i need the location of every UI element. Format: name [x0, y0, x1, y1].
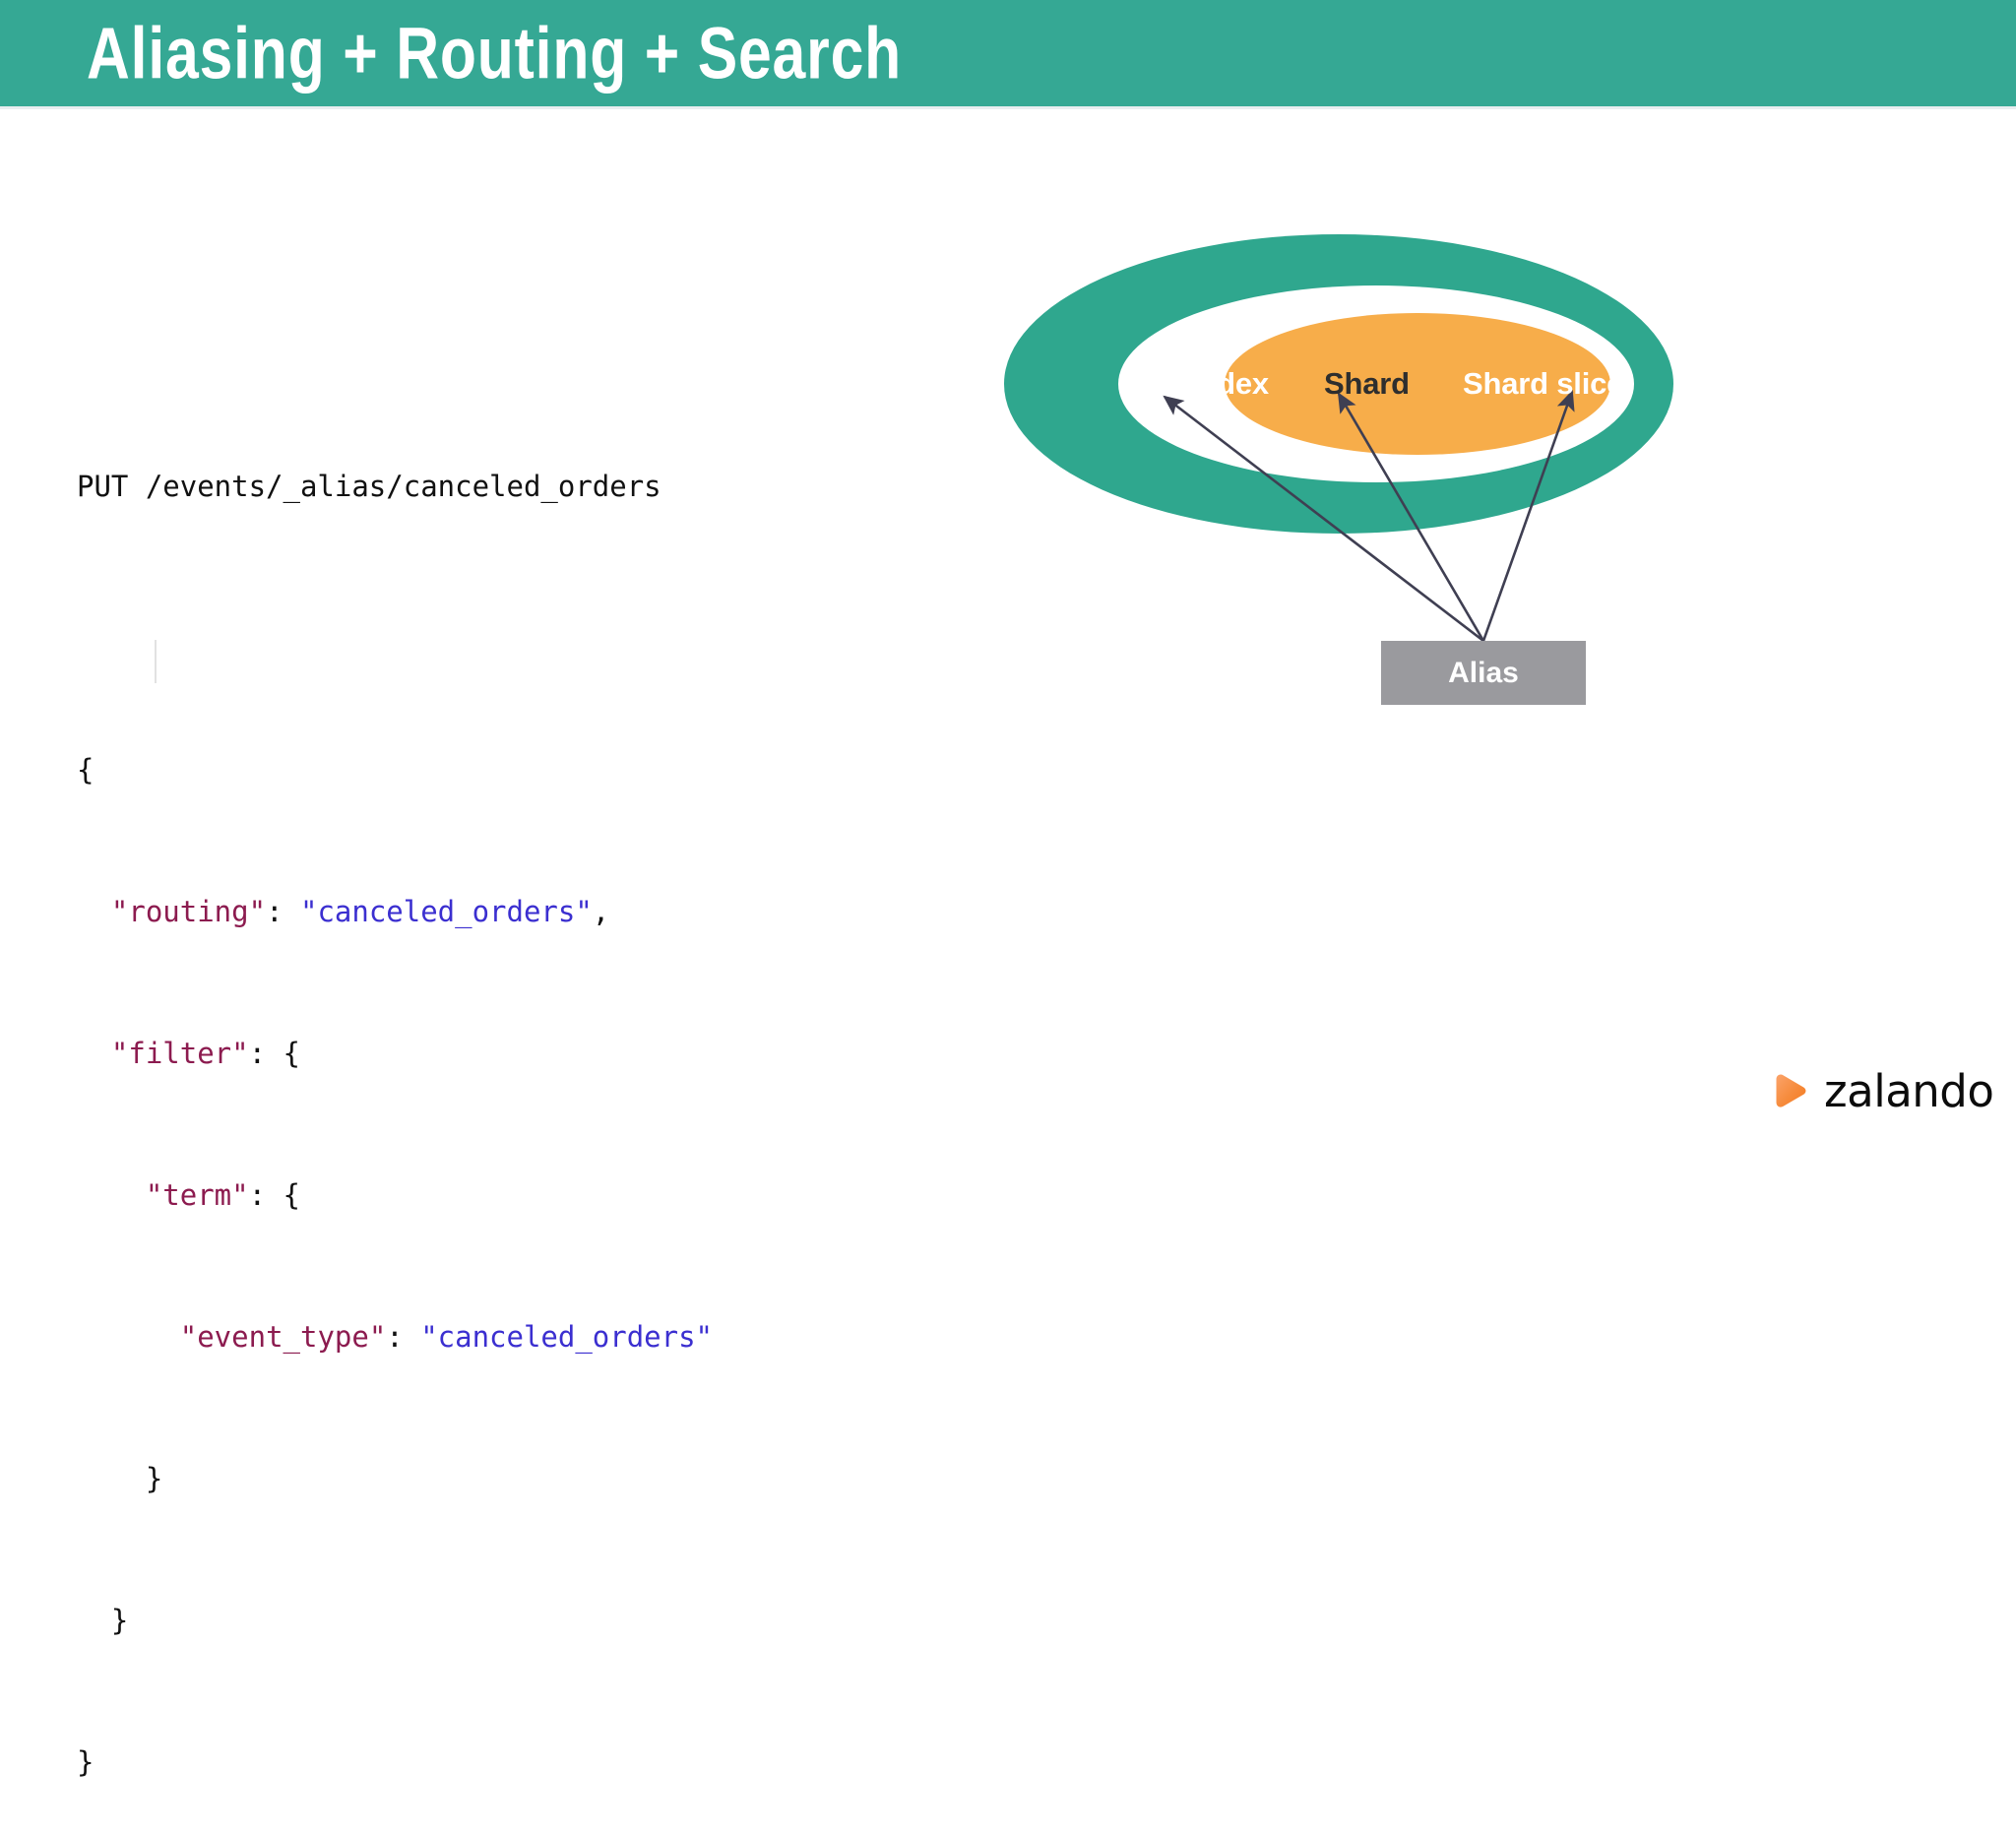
indent: [77, 1037, 111, 1070]
brace-close-root: }: [77, 1745, 94, 1779]
code-line-event-type: "event_type": "canceled_orders": [77, 1313, 713, 1360]
zalando-wordmark: zalando: [1824, 1064, 1994, 1117]
json-key-filter: "filter": [110, 1037, 249, 1070]
brace-open-root: {: [77, 753, 94, 787]
shard-label: Shard: [1324, 366, 1410, 401]
indent-guide-line: [155, 640, 157, 683]
brace-open-filter: {: [283, 1037, 300, 1070]
arrow-to-shard: [1337, 392, 1485, 642]
http-request-line: PUT /events/_alias/canceled_orders: [77, 470, 662, 503]
colon: :: [248, 1037, 284, 1070]
comma: ,: [592, 895, 610, 928]
code-line-routing: "routing": "canceled_orders",: [77, 888, 713, 935]
colon: :: [248, 1178, 284, 1212]
code-line-close-root: }: [77, 1738, 713, 1786]
shard-slice-label: Shard slice: [1463, 366, 1624, 401]
indent: [77, 895, 111, 928]
alias-box: Alias: [1381, 641, 1586, 705]
index-label: Index: [1190, 366, 1269, 401]
slide-header-bar: Aliasing + Routing + Search: [0, 0, 2016, 106]
code-line-close-term: }: [77, 1455, 713, 1502]
json-value-event-type: "canceled_orders": [420, 1320, 714, 1354]
code-line-request: PUT /events/_alias/canceled_orders: [77, 463, 713, 510]
colon: :: [386, 1320, 421, 1354]
indent: [77, 1320, 180, 1354]
code-line-blank: [77, 604, 713, 652]
json-key-event-type: "event_type": [179, 1320, 387, 1354]
code-line-open-root: {: [77, 746, 713, 793]
json-key-term: "term": [145, 1178, 249, 1212]
brace-close-filter: }: [110, 1604, 129, 1637]
zalando-logo: zalando: [1767, 1064, 1994, 1117]
page-title: Aliasing + Routing + Search: [87, 12, 903, 95]
arrow-to-shard-slice: [1481, 390, 1575, 642]
colon: :: [266, 895, 300, 928]
alias-routing-diagram: Index Shard Shard slice Alias: [1004, 197, 1998, 945]
header-divider: [0, 106, 2016, 109]
alias-label: Alias: [1448, 656, 1519, 689]
json-value-routing: "canceled_orders": [299, 895, 593, 928]
indent: [77, 1604, 111, 1637]
brace-close-term: }: [145, 1462, 163, 1495]
code-line-close-filter: }: [77, 1597, 713, 1644]
json-key-routing: "routing": [110, 895, 267, 928]
code-line-term: "term": {: [77, 1171, 713, 1219]
indent: [77, 1462, 146, 1495]
shard-slice-ellipse: [1225, 313, 1610, 455]
brace-open-term: {: [283, 1178, 300, 1212]
indent: [77, 1178, 146, 1212]
code-snippet: PUT /events/_alias/canceled_orders { "ro…: [77, 368, 713, 1833]
arrow-to-index: [1163, 395, 1484, 643]
code-line-filter: "filter": {: [77, 1030, 713, 1077]
zalando-mark-icon: [1776, 1074, 1806, 1107]
